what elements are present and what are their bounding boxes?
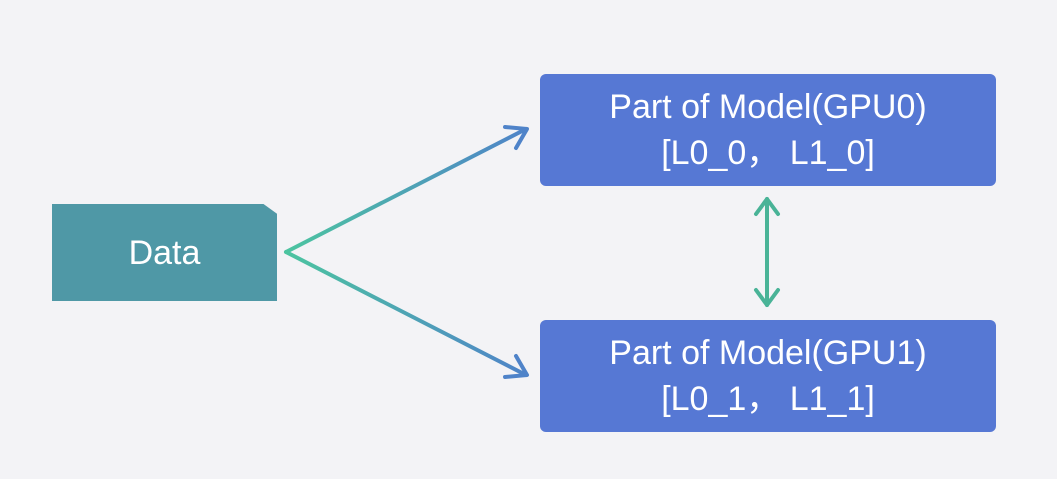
data-node-label: Data	[128, 233, 201, 272]
gpu1-model-part-node: Part of Model(GPU1) [L0_1， L1_1]	[540, 320, 996, 432]
gpu0-model-part-node: Part of Model(GPU0) [L0_0， L1_0]	[540, 74, 996, 186]
arrow-data-to-gpu0	[284, 125, 529, 254]
gpu1-node-title: Part of Model(GPU1)	[609, 334, 927, 372]
data-node: Data	[52, 204, 277, 301]
arrow-data-to-gpu1	[284, 250, 529, 379]
gpu0-node-layers: [L0_0， L1_0]	[661, 134, 875, 172]
bidirectional-arrow-gpu0-gpu1	[754, 197, 780, 307]
gpu0-node-title: Part of Model(GPU0)	[609, 88, 927, 126]
gpu1-node-layers: [L0_1， L1_1]	[661, 380, 875, 418]
